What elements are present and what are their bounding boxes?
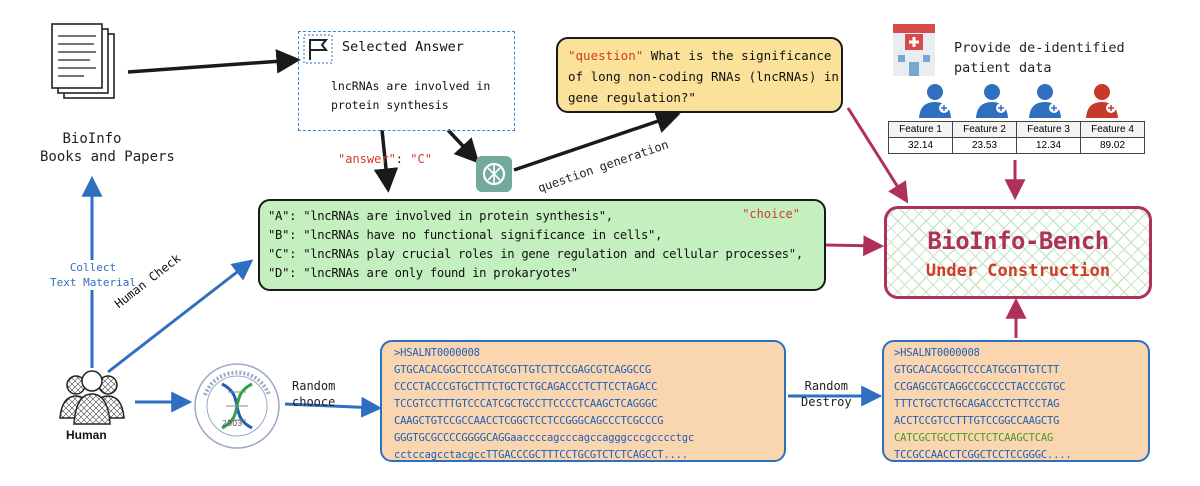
arrow-answer-to-gpt [446, 128, 480, 164]
bench-title: BioInfo-Bench [927, 227, 1109, 255]
hospital-icon [893, 24, 935, 76]
sequence-line: CCCCTACCCGTGCTTTCTGCTCTGCAGACCCTCTTCCTAG… [394, 381, 658, 393]
sequence-line: TTTCTGCTCTGCAGACCCTCTTCCTAG [894, 398, 1060, 410]
flag-icon [303, 34, 333, 64]
selected-answer-text: lncRNAs are involved in protein synthesi… [331, 77, 490, 115]
question-key: "question" [568, 48, 644, 63]
arrow-question-to-bench [846, 107, 909, 204]
choices-box: "choice" "A": "lncRNAs are involved in p… [258, 199, 826, 291]
patient-line1: Provide de-identified [954, 40, 1125, 56]
random-choose-label: Random chooce [292, 378, 335, 410]
human-label: Human [66, 428, 107, 442]
sequence-line: TCCGTCCTTTGTCCCATCGCTGCCTTCCCCTCAAGCTCAG… [394, 398, 658, 410]
arrow-books-to-answer [127, 49, 301, 74]
books-label-line1: BioInfo [62, 131, 122, 147]
answer-tag: "answer": "C" [338, 152, 432, 166]
arrow-gpt-to-question [513, 109, 681, 172]
selected-answer-line2: protein synthesis [331, 98, 449, 112]
sequence-line: CCGAGCGTCAGGCCGCCCCTACCCGTGC [894, 381, 1066, 393]
selected-answer-title: Selected Answer [342, 39, 464, 55]
sequence-line: CAAGCTGTCCGCCAACCTCGGCTCCTCCGGGCAGCCCTCG… [394, 415, 664, 427]
arrow-choices-to-bench [824, 235, 885, 257]
sequence-line: GTGCACACGGCTCCCATGCGTTGTCTT [894, 364, 1060, 376]
sequence-line: GGGTGCGCCCCGGGGCAGGaaccccagcccagccagggcc… [394, 432, 694, 444]
human-group-icon [59, 370, 125, 425]
books-label-line2: Books and Papers [40, 149, 175, 165]
choice-tag: "choice" [742, 207, 800, 221]
sequence-line: CATCGCTGCCTTCCTCTCAAGCTCAG [894, 432, 1054, 444]
arrow-logo-to-seq [284, 396, 383, 418]
sequence-line: ACCTCCGTCCTTTGTCCGGCCAAGCTG [894, 415, 1060, 427]
feature-value-cell: 12.34 [1016, 137, 1081, 154]
patient-line2: patient data [954, 60, 1052, 76]
random-choose-line1: Random [292, 379, 336, 393]
random-choose-line2: chooce [292, 395, 336, 409]
question-line2: of long non-coding RNAs (lncRNAs) in [568, 69, 839, 84]
feature-header-cell: Feature 3 [1016, 121, 1081, 138]
choice-list: "A": "lncRNAs are involved in protein sy… [268, 207, 803, 283]
question-text: "question" What is the significance of l… [568, 45, 839, 108]
choice-item: "C": "lncRNAs play crucial roles in gene… [268, 247, 803, 261]
institute-logo-icon [194, 363, 280, 449]
feature-header-cell: Feature 1 [888, 121, 953, 138]
question-line1: "question" What is the significance [568, 45, 839, 66]
gpt-icon [476, 156, 512, 192]
sequence-line: GTGCACACGGCTCCCATGCGTTGTCTTCCGAGCGTCAGGC… [394, 364, 652, 376]
random-destroy-label: Random Destroy [801, 378, 852, 410]
logo-year: 2003 [222, 419, 243, 428]
answer-tag-sep: : [395, 152, 411, 166]
collect-line1: Collect [69, 261, 117, 274]
question-line1-text: What is the significance [643, 48, 832, 63]
books-papers-label: BioInfo Books and Papers [40, 130, 175, 166]
bioinfo-bench-box: BioInfo-Bench Under Construction [884, 206, 1152, 299]
collect-line2: Text Material [49, 276, 137, 289]
arrow-answer-to-choices [373, 129, 399, 193]
random-destroy-line1: Random [804, 379, 848, 393]
collect-material-label: Collect Text Material [48, 260, 138, 290]
feature-value-cell: 89.02 [1080, 137, 1145, 154]
feature-value-cell: 32.14 [888, 137, 953, 154]
patient-icon-3 [1029, 84, 1061, 118]
question-line3: gene regulation?" [568, 90, 696, 105]
feature-header-cell: Feature 4 [1080, 121, 1145, 138]
patient-data-label: Provide de-identified patient data [954, 38, 1125, 78]
choice-item: "D": "lncRNAs are only found in prokaryo… [268, 266, 578, 280]
bench-subtitle: Under Construction [925, 261, 1111, 281]
selected-answer-box: Selected Answer lncRNAs are involved in … [298, 31, 515, 131]
patient-icon-1 [919, 84, 951, 118]
choice-item: "B": "lncRNAs have no functional signifi… [268, 228, 663, 242]
selected-answer-line1: lncRNAs are involved in [331, 79, 491, 93]
answer-tag-value: "C" [410, 152, 432, 166]
sequence-line: >HSALNT0000008 [894, 347, 980, 359]
feature-header-cell: Feature 2 [952, 121, 1017, 138]
choice-item: "A": "lncRNAs are involved in protein sy… [268, 209, 613, 223]
sequence-line: TCCGCCAACCTCGGCTCCTCCGGGC.... [894, 449, 1072, 461]
sequence-line: cctccagcctacgccTTGACCCGCTTTCCTGCGTCTCTCA… [394, 449, 688, 461]
patient-icon-2 [976, 84, 1008, 118]
question-box: "question" What is the significance of l… [556, 37, 843, 113]
random-destroy-line2: Destroy [801, 395, 852, 409]
feature-value-cell: 23.53 [952, 137, 1017, 154]
answer-tag-key: "answer" [338, 152, 396, 166]
sequence-line: >HSALNT0000008 [394, 347, 480, 359]
arrow-human-check [107, 259, 254, 374]
patient-icon-4 [1086, 84, 1118, 118]
books-papers-icon [51, 23, 115, 99]
